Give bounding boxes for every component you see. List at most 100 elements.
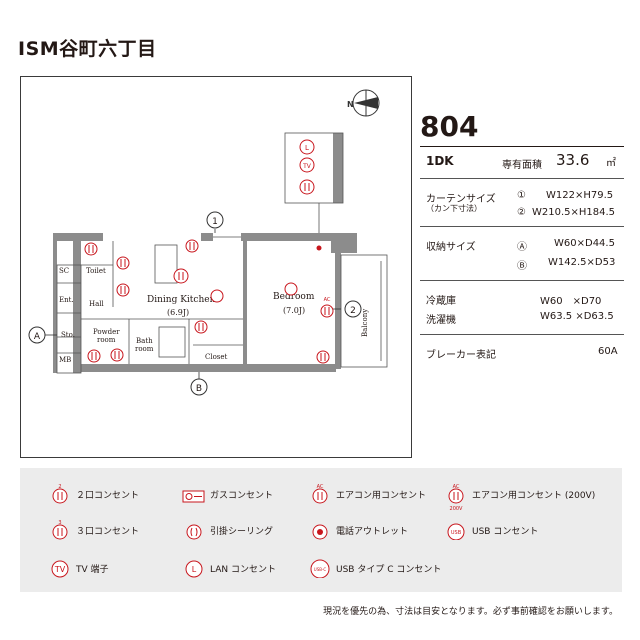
- room-balcony-label: Balcony: [361, 309, 369, 337]
- room-toilet-label: Toilet: [86, 267, 106, 275]
- storage-value-b: W142.5×D53: [548, 257, 616, 268]
- gas-outlet-icon: [182, 490, 205, 503]
- room-hall-label: Hall: [89, 300, 105, 308]
- room-dining-size: (6.9J): [167, 308, 189, 317]
- mark-a: A: [28, 326, 57, 344]
- breaker-value: 60A: [598, 346, 618, 357]
- compass-icon: N: [347, 89, 380, 117]
- floor-plan: N: [20, 76, 412, 458]
- bedroom-outlet-icon: [316, 350, 330, 364]
- hall-outlet-2-icon: [116, 283, 130, 297]
- room-mb-label: MB: [59, 356, 71, 364]
- legend-item: ガスコンセント: [182, 484, 273, 504]
- divider: [420, 334, 624, 335]
- divider: [420, 226, 624, 227]
- room-sto-label: Sto.: [61, 331, 75, 339]
- svg-text:AC: AC: [324, 297, 331, 303]
- tv-terminal-icon: TV: [51, 560, 69, 578]
- legend-item: USB-C USB タイプ C コンセント: [308, 558, 441, 579]
- svg-text:3: 3: [58, 520, 61, 526]
- page-title: ISM谷町六丁目: [18, 38, 157, 60]
- storage-value-a: W60×D44.5: [554, 238, 615, 249]
- tv-box-outlet-icon: [299, 179, 315, 195]
- ceiling-hook-icon: [186, 524, 202, 540]
- room-powder2-label: room: [97, 336, 116, 344]
- svg-text:AC: AC: [317, 484, 324, 490]
- legend-item: AC エアコン用コンセント: [308, 484, 426, 504]
- room-closet-label: Closet: [205, 353, 228, 361]
- hall-outlet-icon: [116, 256, 130, 270]
- curtain-label: カーテンサイズ: [426, 194, 496, 205]
- room-dining-label: Dining Kitchen: [147, 295, 216, 305]
- dining-ceiling-icon: [210, 289, 224, 303]
- svg-text:2: 2: [350, 306, 356, 316]
- washer-value: W63.5 ×D63.5: [540, 311, 614, 322]
- svg-text:L: L: [192, 565, 197, 574]
- divider: [420, 280, 624, 281]
- phone-outlet-icon: [312, 524, 328, 540]
- room-bath2-label: room: [135, 345, 154, 353]
- toilet-outlet-icon: [84, 242, 98, 256]
- mark-2: 2: [329, 300, 362, 318]
- powder-outlet-icon: [87, 349, 101, 363]
- lan-outlet-icon: L: [185, 560, 203, 578]
- tv-box-tv-icon: TV: [299, 157, 315, 173]
- room-sc-label: SC: [59, 267, 69, 275]
- kitchen-outlet-icon: [185, 239, 199, 253]
- legend-item: USB USB コンセント: [444, 520, 538, 541]
- walls: [53, 133, 357, 373]
- svg-text:A: A: [34, 332, 41, 342]
- room-ent-label: Ent.: [59, 296, 74, 304]
- divider: [420, 146, 624, 147]
- legend-item: 引掛シーリング: [182, 520, 273, 540]
- storage-mark-b: Ⓑ: [517, 261, 527, 272]
- compass-n-label: N: [347, 100, 354, 109]
- divider: [420, 178, 624, 179]
- legend-item: L LAN コンセント: [182, 558, 276, 578]
- unit-type: 1DK: [426, 154, 454, 168]
- room-bath-label: Bath: [136, 337, 153, 345]
- washer-label: 洗濯機: [426, 315, 456, 326]
- outlet-3-icon: 3: [52, 520, 68, 540]
- floor-plan-drawing: N: [28, 89, 388, 396]
- svg-text:TV: TV: [54, 565, 66, 574]
- room-bedroom-label: Bedroom: [273, 292, 315, 302]
- svg-text:USB: USB: [451, 530, 462, 536]
- dining-outlet-icon: [194, 320, 208, 334]
- tv-box-lan-icon: L: [299, 139, 315, 155]
- kitchen-outlet-2-icon: [173, 268, 189, 284]
- bedroom-ceiling-icon: [284, 282, 298, 296]
- legend-item: 2 ２口コンセント: [48, 484, 139, 504]
- legend-item: 3 ３口コンセント: [48, 520, 139, 540]
- usb-outlet-icon: USB: [447, 523, 465, 541]
- area-unit: ㎡: [606, 158, 616, 169]
- outlets: L TV AC: [84, 139, 334, 364]
- breaker-label: ブレーカー表記: [426, 350, 496, 361]
- outlet-2-icon: 2: [52, 484, 68, 504]
- svg-text:USB-C: USB-C: [314, 567, 327, 572]
- storage-mark-a: Ⓐ: [517, 242, 527, 253]
- phone-outlet-icon: [316, 245, 322, 251]
- curtain-value-2: W210.5×H184.5: [532, 207, 616, 218]
- legend-item: TV TV 端子: [48, 558, 109, 578]
- svg-text:L: L: [305, 144, 309, 152]
- area-value: 33.6: [556, 151, 590, 169]
- mark-1: 1: [206, 211, 224, 233]
- room-powder-label: Powder: [93, 328, 120, 336]
- svg-text:1: 1: [212, 217, 218, 227]
- storage-label: 収納サイズ: [426, 242, 476, 253]
- room-number: 804: [420, 110, 479, 143]
- disclaimer-note: 現況を優先の為、寸法は目安となります。必ず事前確認をお願いします。: [323, 607, 618, 617]
- svg-text:2: 2: [58, 484, 61, 490]
- svg-text:AC: AC: [453, 484, 460, 490]
- curtain-mark-2: ②: [517, 207, 526, 218]
- mark-b: B: [190, 372, 208, 396]
- svg-text:TV: TV: [302, 163, 312, 170]
- legend-item: 電話アウトレット: [308, 520, 408, 540]
- curtain-mark-1: ①: [517, 190, 526, 201]
- curtain-sub: （カン下寸法）: [426, 204, 482, 213]
- fridge-value: W60 ×D70: [540, 296, 602, 307]
